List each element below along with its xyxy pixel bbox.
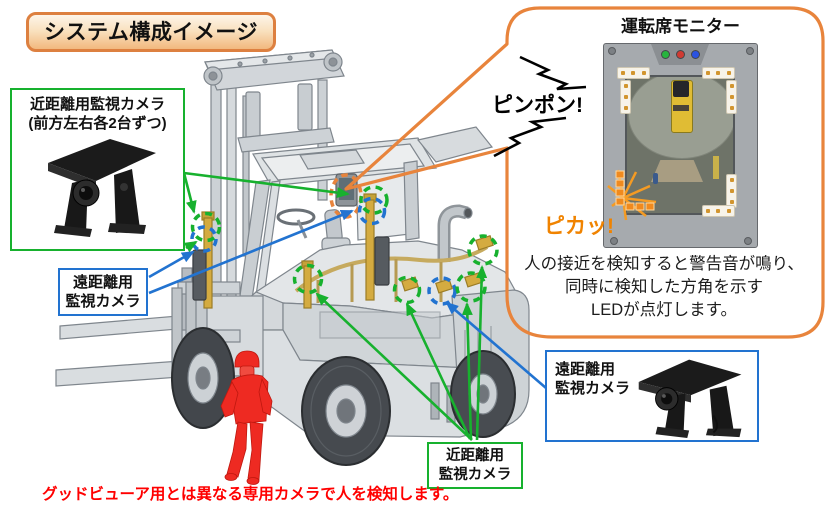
led-strip-right-lower bbox=[726, 174, 737, 208]
near-camera-marker-center bbox=[292, 263, 324, 295]
far-camera-right-label-line2: 監視カメラ bbox=[555, 380, 631, 398]
chime-sound-text: ピンポン! bbox=[492, 94, 583, 117]
blue-led-icon bbox=[691, 50, 700, 59]
far-camera-left-callout: 遠距離用 監視カメラ bbox=[58, 268, 148, 316]
monitor-description-line3: LEDが点灯します。 bbox=[591, 300, 737, 319]
forklift-illustration bbox=[55, 49, 530, 466]
front-left-wheel bbox=[171, 327, 235, 429]
screw-icon bbox=[746, 47, 754, 55]
near-camera-marker-cab bbox=[359, 185, 389, 215]
far-camera-left-label-line1: 遠距離用 bbox=[72, 273, 133, 291]
front-center-wheel bbox=[301, 356, 391, 466]
flash-sound-text: ピカッ! bbox=[544, 215, 614, 238]
detected-person-silhouette bbox=[220, 350, 273, 485]
monitor-indicator-tab bbox=[651, 44, 709, 65]
near-camera-marker-rear-top bbox=[467, 234, 499, 266]
far-camera-marker-left-mast bbox=[190, 225, 218, 253]
birdview-worker bbox=[653, 173, 658, 184]
birdview-forklift bbox=[671, 80, 693, 133]
monitor-description-line1: 人の接近を検知すると警告音が鳴り、 bbox=[524, 255, 804, 273]
monitor-callout-bubble bbox=[344, 6, 825, 339]
near-camera-rear-label-line1: 近距離用 bbox=[446, 447, 504, 464]
near-camera-arrows bbox=[182, 171, 488, 441]
near-camera-front-label-line2: (前方左右各2台ずつ) bbox=[28, 115, 167, 133]
led-strip-left bbox=[620, 80, 631, 114]
led-flash-starburst-icon bbox=[607, 169, 657, 221]
near-camera-rear-callout: 近距離用 監視カメラ bbox=[427, 442, 523, 489]
far-camera-marker-cab bbox=[357, 196, 387, 226]
sound-zigzag-icon bbox=[493, 55, 587, 158]
birdview-ramp bbox=[651, 160, 703, 182]
screw-icon bbox=[608, 47, 616, 55]
screw-icon bbox=[610, 237, 618, 245]
driver-monitor-title: 運転席モニター bbox=[621, 17, 740, 36]
far-camera-right-label-line1: 遠距離用 bbox=[555, 361, 616, 378]
far-camera-arrows bbox=[148, 209, 547, 389]
rear-wheel bbox=[450, 350, 516, 438]
led-strip-top-right bbox=[702, 67, 735, 79]
near-camera-rear-label-line2: 監視カメラ bbox=[438, 466, 512, 483]
monitor-description-line2: 同時に検知した方角を示す bbox=[565, 277, 763, 296]
birdview-post bbox=[713, 156, 719, 179]
far-camera-right-callout: 遠距離用 監視カメラ bbox=[545, 350, 759, 442]
led-strip-right-upper bbox=[726, 80, 737, 114]
near-camera-front-label-line1: 近距離用監視カメラ bbox=[29, 96, 165, 113]
monitor-description: 人の接近を検知すると警告音が鳴り、 同時に検知した方角を示す LEDが点灯します… bbox=[516, 253, 812, 321]
red-led-icon bbox=[676, 50, 685, 59]
far-camera-marker-rear bbox=[427, 276, 457, 306]
screw-icon bbox=[744, 237, 752, 245]
driver-seat-monitor bbox=[603, 43, 758, 248]
near-camera-marker-rear-left bbox=[392, 275, 422, 305]
led-strip-top-left bbox=[617, 67, 650, 79]
page-title: システム構成イメージ bbox=[26, 12, 276, 52]
green-led-icon bbox=[661, 50, 670, 59]
near-camera-marker-rear-right bbox=[455, 271, 487, 303]
near-camera-marker-left-mast bbox=[190, 211, 222, 243]
near-camera-photo bbox=[47, 139, 156, 238]
led-strip-bottom-right bbox=[702, 205, 735, 217]
far-camera-left-label-line2: 監視カメラ bbox=[65, 293, 141, 310]
footnote-text: グッドビューア用とは異なる専用カメラで人を検知します。 bbox=[42, 486, 459, 503]
monitor-birdview-screen bbox=[625, 75, 735, 215]
far-camera-photo bbox=[638, 359, 742, 438]
near-camera-front-callout: 近距離用監視カメラ (前方左右各2台ずつ) bbox=[10, 88, 185, 251]
